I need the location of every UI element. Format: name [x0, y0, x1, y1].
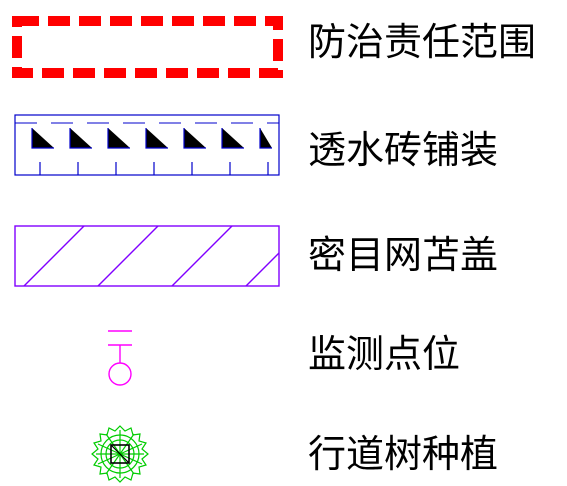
legend-item-monitoring-point: 监测点位 — [0, 315, 567, 395]
legend-label-mesh-cover: 密目网苫盖 — [308, 233, 499, 277]
street-tree-icon — [91, 425, 149, 483]
legend-label-responsibility-range: 防治责任范围 — [308, 20, 537, 64]
legend-label-street-tree: 行道树种植 — [308, 432, 499, 476]
legend-item-mesh-cover: 密目网苫盖 — [0, 210, 567, 305]
legend-item-responsibility-range: 防治责任范围 — [0, 0, 567, 95]
monitoring-point-icon — [108, 330, 132, 386]
legend-label-permeable-brick: 透水砖铺装 — [308, 128, 499, 172]
legend-item-permeable-brick: 透水砖铺装 — [0, 100, 567, 195]
legend-item-street-tree: 行道树种植 — [0, 405, 567, 483]
mesh-cover-hatch-icon — [14, 225, 280, 287]
legend-label-monitoring-point: 监测点位 — [308, 332, 461, 376]
permeable-brick-pattern-icon — [14, 114, 280, 176]
red-dashed-boundary-icon — [12, 16, 283, 78]
